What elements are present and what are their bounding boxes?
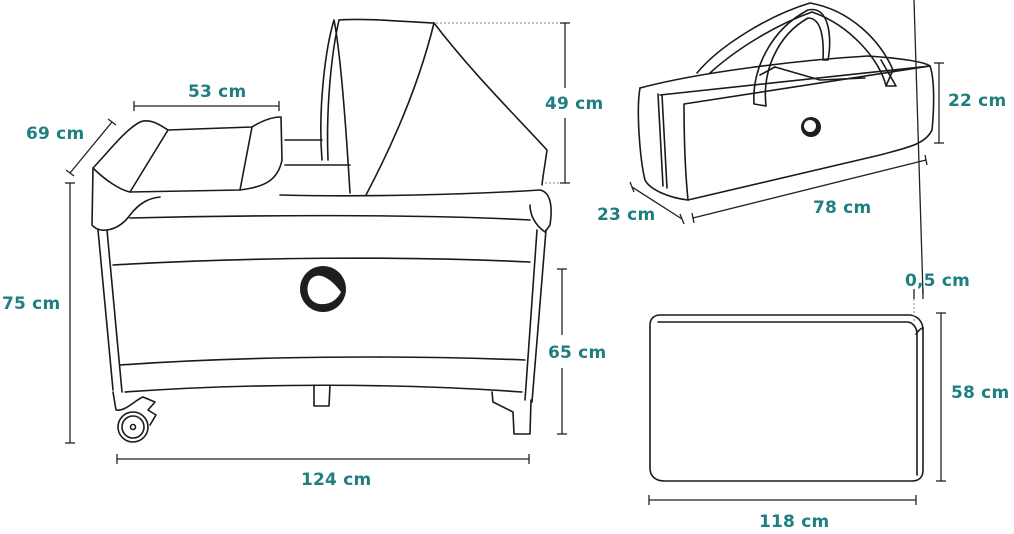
mattress-length-label: 118 cm [759,512,830,532]
playpen-frame-height-label: 65 cm [548,343,607,363]
bag-depth-label: 23 cm [597,205,656,225]
playpen-total-height-label: 75 cm [2,294,61,314]
mattress-thickness-label: 0,5 cm [905,271,971,291]
playpen-drawing [91,18,552,443]
bag-logo-icon [801,117,821,137]
mattress-drawing [649,314,924,482]
mattress-dimension-lines [648,0,946,505]
carry-bag-drawing [637,2,935,201]
playpen-canopy-height-label: 49 cm [545,94,604,114]
bag-height-label: 22 cm [948,91,1007,111]
playpen-changer-width-label: 53 cm [188,82,247,102]
bag-length-label: 78 cm [813,198,872,218]
brand-logo-icon [300,266,346,312]
playpen-length-label: 124 cm [301,470,372,490]
playpen-dimension-lines [65,22,570,464]
bag-dimension-lines [629,62,944,225]
mattress-width-label: 58 cm [951,383,1010,403]
playpen-changer-depth-label: 69 cm [26,124,85,144]
